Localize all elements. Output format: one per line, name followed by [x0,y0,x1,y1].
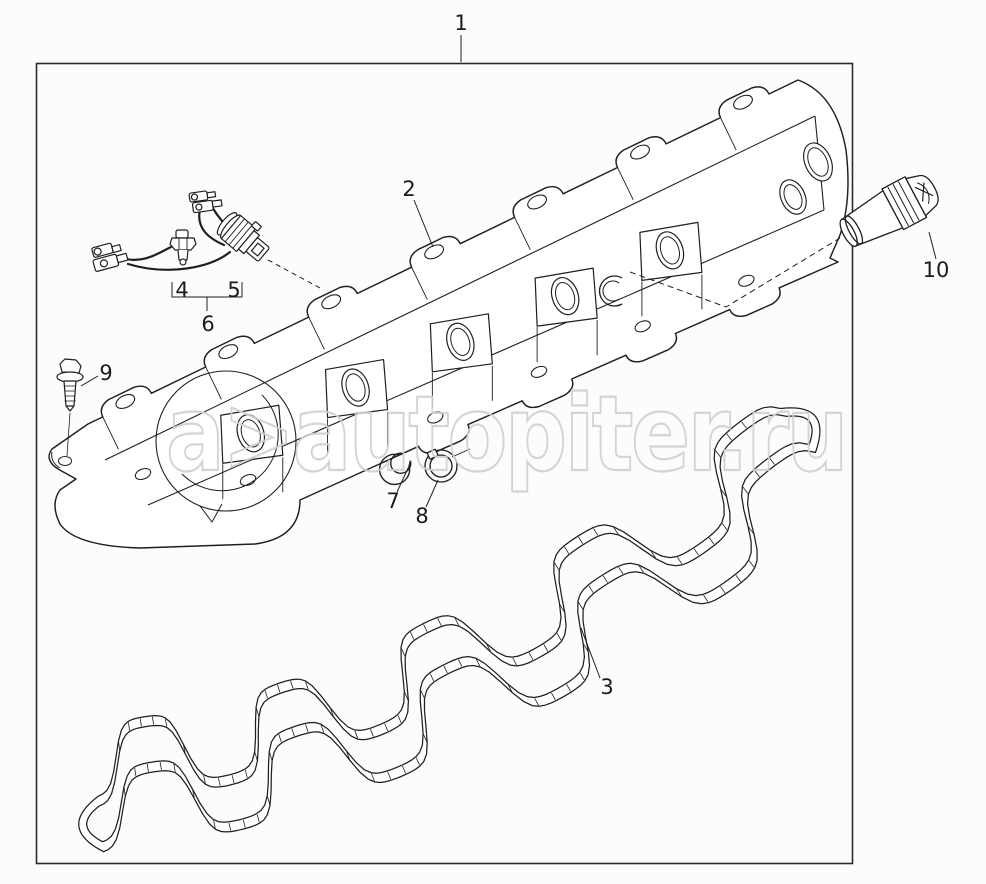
plug-cap [905,174,939,217]
callout-leader-10 [928,231,937,260]
tower-port [655,231,685,270]
seal-ring [378,453,411,486]
callout-label-4: 4 [175,278,188,302]
callout-leader-2 [413,199,434,248]
front-boss-circle [155,370,297,512]
callout-label-3: 3 [600,675,613,699]
callout-label-5: 5 [227,278,240,302]
callout-leader-7 [396,463,411,493]
diagram-border [35,62,854,865]
end-port [803,142,833,182]
bolt-drop-line [66,412,71,457]
gasket-outline [78,406,821,853]
snap-ring [424,449,458,483]
sensor [169,229,197,266]
tower-port [236,414,266,453]
bolt-hole [630,144,650,160]
bolt-hole [634,320,651,333]
valve-cover [48,79,849,549]
seal-rings [378,448,471,486]
callout-leader-8 [425,479,439,508]
harness-wire [126,250,232,271]
connector-block [91,242,129,272]
end-port [779,179,807,215]
bolt-hole [321,294,342,310]
bolt-hole [218,344,239,360]
snap-ring [429,454,453,478]
callout-label-6: 6 [201,312,214,336]
snap-ring-latch [426,448,439,460]
breather-assembly [839,174,939,247]
connector-plug [216,212,270,262]
harness-wire [198,207,226,247]
harness-wire [124,244,175,261]
breather-seat [598,275,623,307]
callout-bracket [171,282,243,311]
tower-port [341,368,370,407]
bolt-hole [58,456,72,466]
install-leader-dashed [629,237,841,308]
bolt-hole [530,365,548,378]
tower-port [446,322,475,361]
callout-leader-9 [80,375,99,387]
callout-label-8: 8 [415,504,428,528]
bolt-shank [63,380,77,407]
bolt-hole [527,194,548,210]
wiring-harness [91,190,270,272]
bolt-hole [427,411,444,424]
bolt-hole [134,467,152,481]
valve-cover-gasket [78,406,821,853]
watermark-layer: a>autopiter.ru [165,372,850,496]
callout-leader-3 [580,627,601,679]
install-leader-dashed [267,259,323,290]
bolt-hole [738,274,755,287]
bolt-head [59,358,82,374]
bolt-hole [424,244,445,260]
connector-block [188,190,223,214]
callout-label-9: 9 [99,361,112,385]
watermark-text: a>autopiter.ru [166,373,846,495]
callout-label-10: 10 [923,258,950,282]
callout-label-1: 1 [454,11,467,35]
callout-label-2: 2 [402,177,415,201]
tower-port [550,276,580,316]
mounting-bolt [56,358,84,412]
callout-label-7: 7 [386,489,399,513]
seal-ring [390,452,412,474]
bolt-hole [115,393,136,409]
bolt-hole [733,94,753,110]
